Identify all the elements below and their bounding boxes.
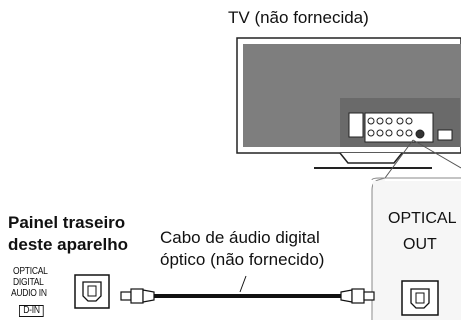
rear-panel-title-line1: Painel traseiro [8,213,126,232]
optical-in-label-line4: D-IN [19,305,44,317]
optical-in-label-line2: DIGITAL [13,277,44,288]
optical-out-jack [401,280,439,316]
tv-illustration [236,37,461,169]
tv-port-bank [364,112,434,143]
tv-caption: TV (não fornecida) [228,8,369,27]
tv-port-usb [348,112,364,138]
optical-in-label-line3: AUDIO IN [11,288,47,299]
cable-label-line2: óptico (não fornecido) [160,250,325,269]
cable-label-line1: Cabo de áudio digital [160,228,320,247]
tv-stand-neck [339,152,403,164]
optical-in-label-line1: OPTICAL [13,266,48,277]
optical-in-jack [74,274,110,309]
tv-power-inlet [437,129,453,141]
optical-cable [120,275,375,304]
rear-panel-title-line2: deste aparelho [8,235,128,254]
optical-out-label-line1: OPTICAL [388,210,457,227]
optical-out-label-line2: OUT [403,236,437,253]
tv-av-jacks [367,117,425,139]
